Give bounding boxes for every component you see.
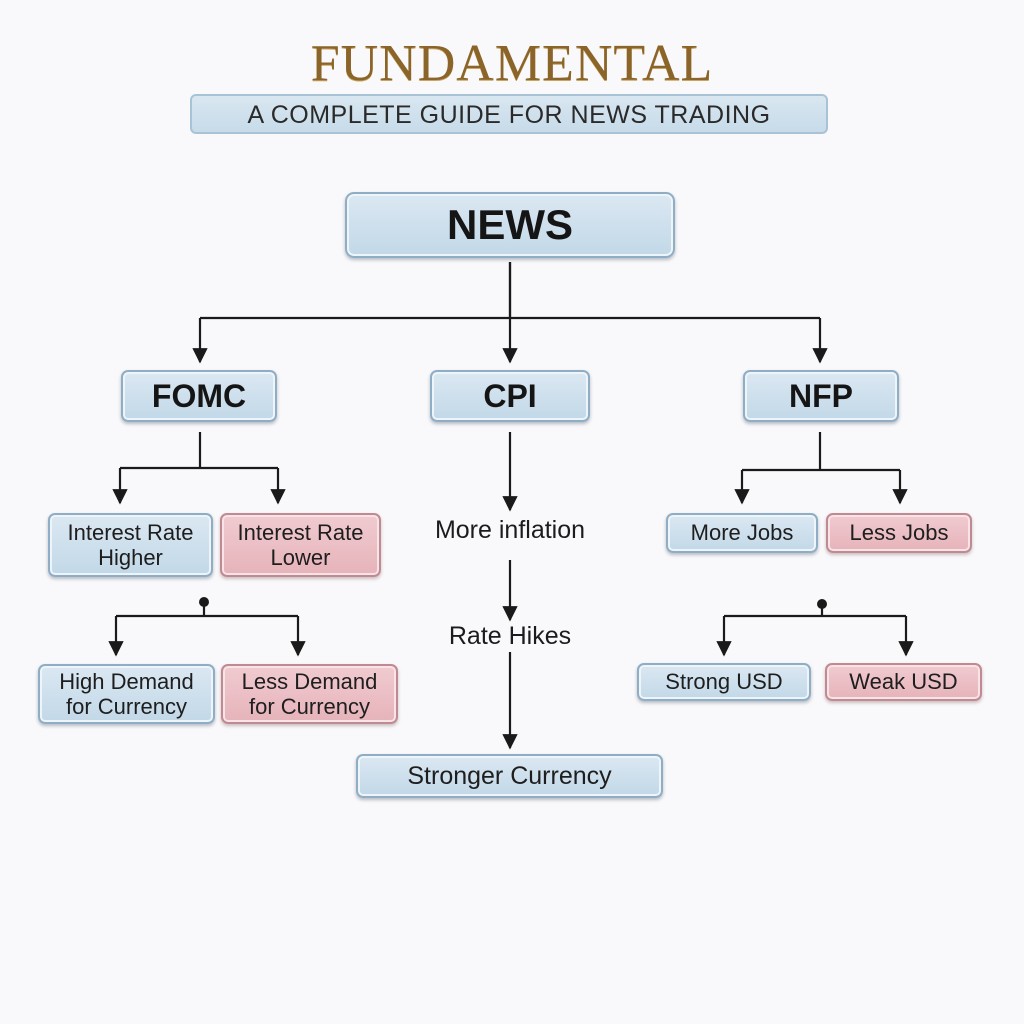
node-less-jobs-label: Less Jobs — [849, 520, 949, 546]
node-less-demand: Less Demand for Currency — [221, 664, 398, 724]
node-nfp: NFP — [743, 370, 899, 422]
node-fomc: FOMC — [121, 370, 277, 422]
node-stronger-currency-label: Stronger Currency — [407, 761, 612, 790]
node-high-demand: High Demand for Currency — [38, 664, 215, 724]
node-high-demand-label: High Demand for Currency — [59, 668, 194, 719]
node-weak-usd-label: Weak USD — [849, 669, 958, 695]
node-fomc-label: FOMC — [151, 377, 247, 414]
node-nfp-label: NFP — [789, 377, 853, 414]
cpi-more-inflation: More inflation — [434, 516, 586, 544]
node-more-jobs-label: More Jobs — [690, 520, 794, 546]
node-strong-usd-label: Strong USD — [665, 669, 783, 695]
junction-dot-demand — [199, 597, 209, 607]
node-strong-usd: Strong USD — [637, 663, 811, 701]
node-stronger-currency: Stronger Currency — [356, 754, 663, 798]
node-news: NEWS — [345, 192, 675, 258]
node-interest-rate-higher: Interest Rate Higher — [48, 513, 213, 577]
node-news-label: NEWS — [447, 200, 573, 248]
node-interest-rate-lower: Interest Rate Lower — [220, 513, 381, 577]
node-weak-usd: Weak USD — [825, 663, 982, 701]
node-less-jobs: Less Jobs — [826, 513, 972, 553]
page-title: FUNDAMENTAL — [310, 35, 714, 92]
page-subtitle: A COMPLETE GUIDE FOR NEWS TRADING — [190, 94, 828, 134]
node-interest-rate-higher-label: Interest Rate Higher — [67, 519, 194, 570]
cpi-rate-hikes: Rate Hikes — [448, 622, 572, 650]
node-interest-rate-lower-label: Interest Rate Lower — [237, 519, 364, 570]
node-cpi-label: CPI — [483, 377, 537, 414]
node-less-demand-label: Less Demand for Currency — [241, 668, 378, 719]
node-more-jobs: More Jobs — [666, 513, 818, 553]
node-cpi: CPI — [430, 370, 590, 422]
junction-dot-usd — [817, 599, 827, 609]
